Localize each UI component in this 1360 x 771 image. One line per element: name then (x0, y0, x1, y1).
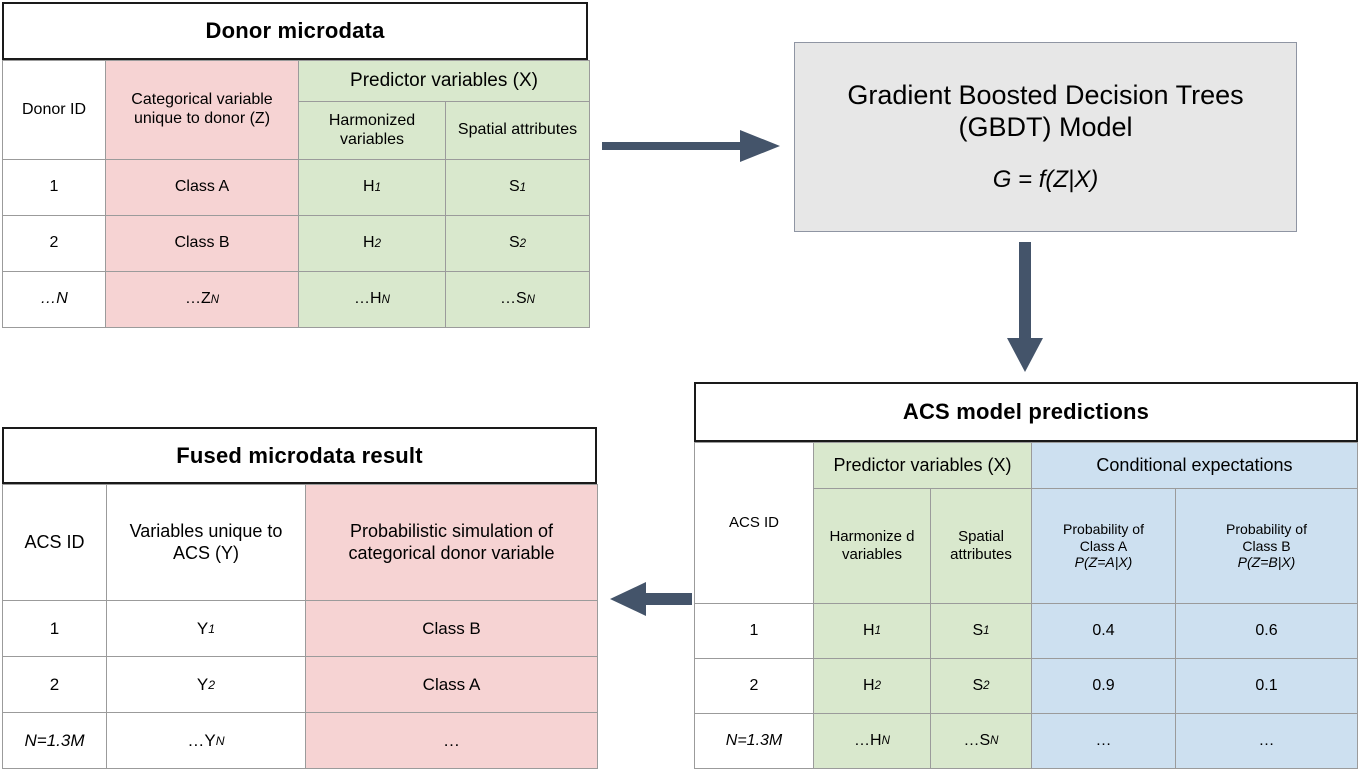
arrow-acs-to-fused (610, 582, 692, 616)
acs-cell-prob-a: 0.4 (1032, 604, 1176, 659)
arrow-donor-to-model (602, 130, 780, 162)
donor-h-symbol: H (363, 178, 375, 196)
prob-a-line2: Class A (1079, 537, 1128, 554)
acs-s-symbol: S (972, 621, 984, 639)
acs-h-symbol: H (863, 676, 875, 694)
donor-s-symbol: …S (500, 290, 527, 308)
gbdt-title-line1: Gradient Boosted Decision Trees (847, 80, 1244, 111)
acs-cell-prob-a: 0.9 (1032, 659, 1176, 714)
fused-header-simulation: Probabilistic simulation of categorical … (306, 484, 598, 601)
prob-a-formula: P(Z=A|X) (1074, 554, 1133, 571)
fused-y-symbol: …Y (187, 730, 216, 750)
fused-cell-id: 1 (2, 601, 107, 657)
fused-cell-simulation: Class A (306, 657, 598, 713)
donor-s-symbol: S (508, 234, 520, 252)
acs-s-symbol: …S (963, 731, 991, 749)
donor-header-spatial: Spatial attributes (446, 102, 590, 160)
donor-cell-id: 2 (2, 216, 106, 272)
fused-cell-id: N=1.3M (2, 713, 107, 769)
fused-cell-simulation: … (306, 713, 598, 769)
donor-h-symbol: H (363, 234, 375, 252)
acs-cell-prob-a: … (1032, 714, 1176, 769)
donor-header-categorical: Categorical variable unique to donor (Z) (106, 60, 299, 160)
acs-header-prob-class-b: Probability of Class B P(Z=B|X) (1176, 489, 1358, 604)
acs-h-symbol: …H (854, 731, 882, 749)
fused-y-symbol: Y (196, 674, 209, 694)
arrow-model-to-acs (1007, 242, 1043, 372)
fused-header-unique: Variables unique to ACS (Y) (107, 484, 306, 601)
acs-table: ACS ID Predictor variables (X) Condition… (694, 442, 1358, 769)
fused-y-symbol: Y (196, 618, 209, 638)
donor-cell-id: 1 (2, 160, 106, 216)
acs-header-id: ACS ID (694, 442, 814, 604)
prob-b-formula: P(Z=B|X) (1237, 554, 1296, 571)
acs-header-prob-class-a: Probability of Class A P(Z=A|X) (1032, 489, 1176, 604)
acs-cell-id: N=1.3M (694, 714, 814, 769)
gbdt-model-box: Gradient Boosted Decision Trees (GBDT) M… (794, 42, 1297, 232)
acs-header-harmonized: Harmonize d variables (814, 489, 931, 604)
prob-b-line2: Class B (1242, 537, 1291, 554)
gbdt-title-line2: (GBDT) Model (958, 112, 1133, 142)
donor-table-title: Donor microdata (2, 2, 588, 60)
donor-z-symbol: …Z (184, 290, 211, 308)
acs-header-conditional-group: Conditional expectations (1032, 442, 1358, 489)
acs-n-label: N=1.3M (725, 731, 783, 749)
donor-header-harmonized: Harmonized variables (299, 102, 446, 160)
prob-a-line1: Probability of (1063, 521, 1144, 538)
acs-cell-prob-b: 0.6 (1176, 604, 1358, 659)
acs-h-symbol: H (863, 621, 875, 639)
donor-cell-class: Class B (106, 216, 299, 272)
fused-header-id: ACS ID (2, 484, 107, 601)
acs-s-symbol: S (972, 676, 984, 694)
gbdt-equation: G = f(Z|X) (992, 165, 1099, 193)
acs-table-title: ACS model predictions (694, 382, 1358, 442)
gbdt-model-title: Gradient Boosted Decision Trees (GBDT) M… (847, 80, 1243, 144)
acs-header-spatial: Spatial attributes (931, 489, 1032, 604)
donor-h-symbol: …H (354, 290, 382, 308)
fused-cell-simulation: Class B (306, 601, 598, 657)
fused-table: ACS ID Variables unique to ACS (Y) Proba… (2, 484, 598, 769)
donor-header-id: Donor ID (2, 60, 106, 160)
fused-table-title: Fused microdata result (2, 427, 597, 484)
donor-s-symbol: S (508, 178, 520, 196)
acs-cell-prob-b: 0.1 (1176, 659, 1358, 714)
acs-header-predictor-group: Predictor variables (X) (814, 442, 1032, 489)
acs-cell-id: 2 (694, 659, 814, 714)
acs-cell-prob-b: … (1176, 714, 1358, 769)
donor-cell-class: Class A (106, 160, 299, 216)
acs-cell-id: 1 (694, 604, 814, 659)
donor-header-predictor-group: Predictor variables (X) (299, 60, 590, 102)
donor-table: Donor ID Categorical variable unique to … (2, 60, 590, 370)
donor-cell-id: …N (2, 272, 106, 328)
fused-cell-id: 2 (2, 657, 107, 713)
fused-n-label: N=1.3M (24, 730, 85, 750)
prob-b-line1: Probability of (1226, 521, 1307, 538)
